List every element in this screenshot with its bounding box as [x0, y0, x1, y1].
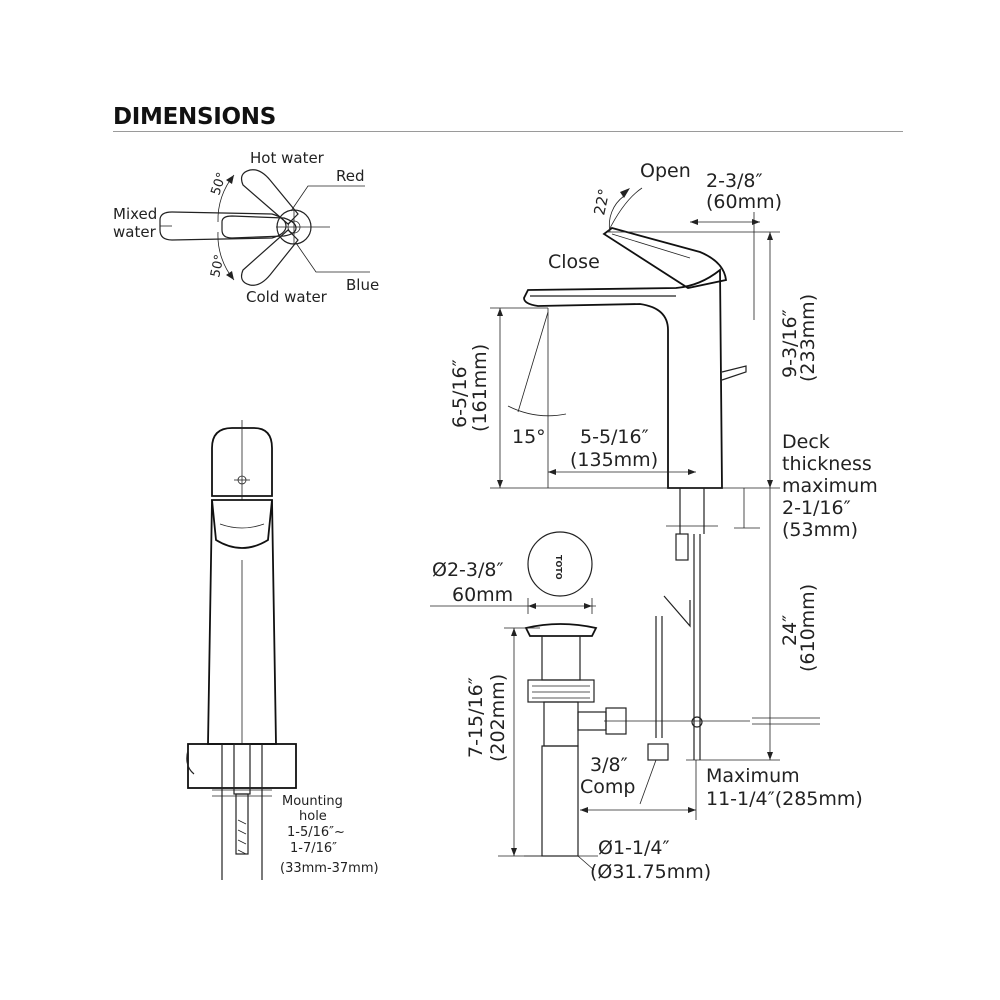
supply-length-mm: (610mm): [797, 584, 819, 672]
deck-label-2: thickness: [782, 453, 872, 475]
mounting-hole-label-4: 1-7/16″: [290, 841, 337, 856]
deck-thickness-mm: (53mm): [782, 519, 858, 541]
comp-size-label: 3/8″: [590, 754, 628, 776]
drain-height-in: 7-15/16″: [465, 677, 487, 758]
mounting-hole-label-1: Mounting: [282, 794, 343, 809]
reach-mm: (135mm): [570, 449, 658, 471]
title-divider: [113, 131, 903, 132]
lever-angle-label: 22°: [590, 187, 613, 217]
drain-assembly: TOTO: [524, 531, 627, 857]
drain-cap: [524, 623, 598, 637]
handle-depth-in: 2-3/8″: [706, 170, 763, 192]
mounting-hole-label-5: (33mm-37mm): [280, 861, 379, 876]
drain-cap-logo: TOTO: [554, 555, 563, 580]
drain-cap-diameter-in: Ø2-3/8″: [432, 559, 504, 581]
handle-rotation-diagram: Hot water Red Mixed water Blue Cold wate…: [113, 149, 379, 306]
front-outlet: [211, 499, 273, 549]
side-view-faucet: [523, 187, 820, 761]
side-spout-body: [523, 268, 723, 489]
hot-position-handle: [240, 169, 299, 225]
open-label: Open: [640, 160, 691, 182]
handle-depth-mm: (60mm): [706, 191, 782, 213]
dimension-lines: [430, 188, 780, 871]
mounting-hole-label-2: hole: [299, 809, 327, 824]
blue-leader: [295, 242, 370, 273]
front-base-deck: [187, 743, 297, 789]
total-height-mm: (233mm): [797, 294, 819, 382]
drain-height-mm: (202mm): [487, 674, 509, 762]
supply-length-in: 24″: [779, 615, 801, 646]
comp-label: Comp: [580, 776, 635, 798]
cold-water-label: Cold water: [246, 288, 328, 306]
deck-label-3: maximum: [782, 475, 878, 497]
tail-diameter-in: Ø1-1/4″: [598, 837, 670, 859]
red-leader: [290, 185, 365, 212]
maximum-label: Maximum: [706, 765, 800, 787]
front-view-faucet: Mounting hole 1-5/16″~ 1-7/16″ (33mm-37m…: [186, 420, 379, 880]
deck-label-1: Deck: [782, 431, 830, 453]
spout-height-mm: (161mm): [469, 344, 491, 432]
spout-angle-label: 15°: [512, 426, 546, 448]
hot-water-label: Hot water: [250, 149, 325, 167]
drain-cap-top-view: [527, 531, 593, 597]
hot-angle-label: 50°: [209, 171, 230, 198]
drain-cap-diameter-mm: 60mm: [452, 584, 513, 606]
reach-in: 5-5/16″: [580, 426, 649, 448]
mixed-handle-inner: [221, 215, 297, 239]
mixed-water-label-2: water: [113, 223, 157, 241]
red-label: Red: [336, 167, 365, 185]
maximum-value: 11-1/4″(285mm): [706, 788, 863, 810]
mixed-water-label-1: Mixed: [113, 205, 157, 223]
mounting-hole-label-3: 1-5/16″~: [287, 825, 345, 840]
mixed-handle-outline: [159, 211, 287, 241]
cold-angle-label: 50°: [208, 253, 227, 279]
spout-height-in: 6-5/16″: [449, 359, 471, 428]
tailpiece: [541, 745, 579, 857]
blue-label: Blue: [346, 276, 379, 294]
side-lever: [602, 227, 727, 289]
total-height-in: 9-3/16″: [779, 309, 801, 378]
pop-up-rod-tip: [721, 365, 747, 381]
cold-position-handle: [240, 229, 299, 286]
close-label: Close: [548, 251, 600, 273]
front-handle: [211, 427, 273, 497]
deck-thickness-in: 2-1/16″: [782, 497, 851, 519]
tail-diameter-mm: (Ø31.75mm): [590, 861, 711, 883]
page-title: DIMENSIONS: [113, 104, 276, 130]
